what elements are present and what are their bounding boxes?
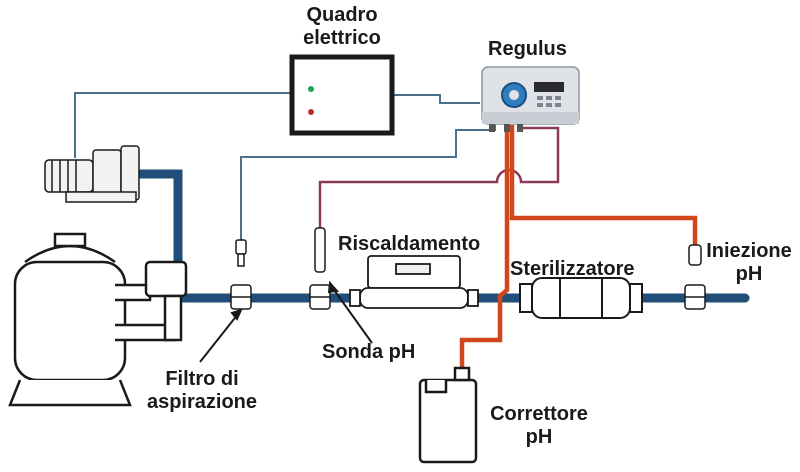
label-regulus: Regulus <box>488 38 567 60</box>
probe-wire <box>318 126 560 228</box>
regulus-controller-icon <box>481 66 580 132</box>
label-iniezione-line2: pH <box>735 263 763 285</box>
label-correttore-line2: pH <box>525 426 553 448</box>
label-sterilizzatore: Sterilizzatore <box>510 258 635 280</box>
uv-sterilizer-icon <box>519 277 643 319</box>
label-quadro-line1: Quadro <box>306 4 378 26</box>
injection-valve-icon <box>684 244 706 310</box>
label-iniezione-line1: Iniezione <box>706 240 792 262</box>
label-riscaldamento: Riscaldamento <box>338 233 481 255</box>
label-sonda-ph: Sonda pH <box>322 341 416 363</box>
label-quadro-line2: elettrico <box>303 27 381 49</box>
callout-arrows <box>199 280 373 363</box>
chemical-canister-icon <box>418 366 478 464</box>
suction-filter-icon <box>230 239 252 310</box>
label-quadro-elettrico: Quadro elettrico <box>282 4 402 50</box>
dosing-tube <box>459 125 698 380</box>
label-correttore-ph: Correttore pH <box>474 403 604 449</box>
label-iniezione-ph: Iniezione pH <box>699 240 799 286</box>
label-filtro-line1: Filtro di <box>165 368 239 390</box>
label-correttore-line1: Correttore <box>490 403 588 425</box>
label-filtro-line2: aspirazione <box>146 391 258 413</box>
control-box-icon <box>289 54 395 136</box>
sand-filter-icon <box>8 232 188 407</box>
pump-icon <box>44 145 140 203</box>
heater-icon <box>349 255 479 309</box>
label-filtro-aspirazione: Filtro di aspirazione <box>132 368 272 414</box>
ph-probe-icon <box>309 227 331 310</box>
